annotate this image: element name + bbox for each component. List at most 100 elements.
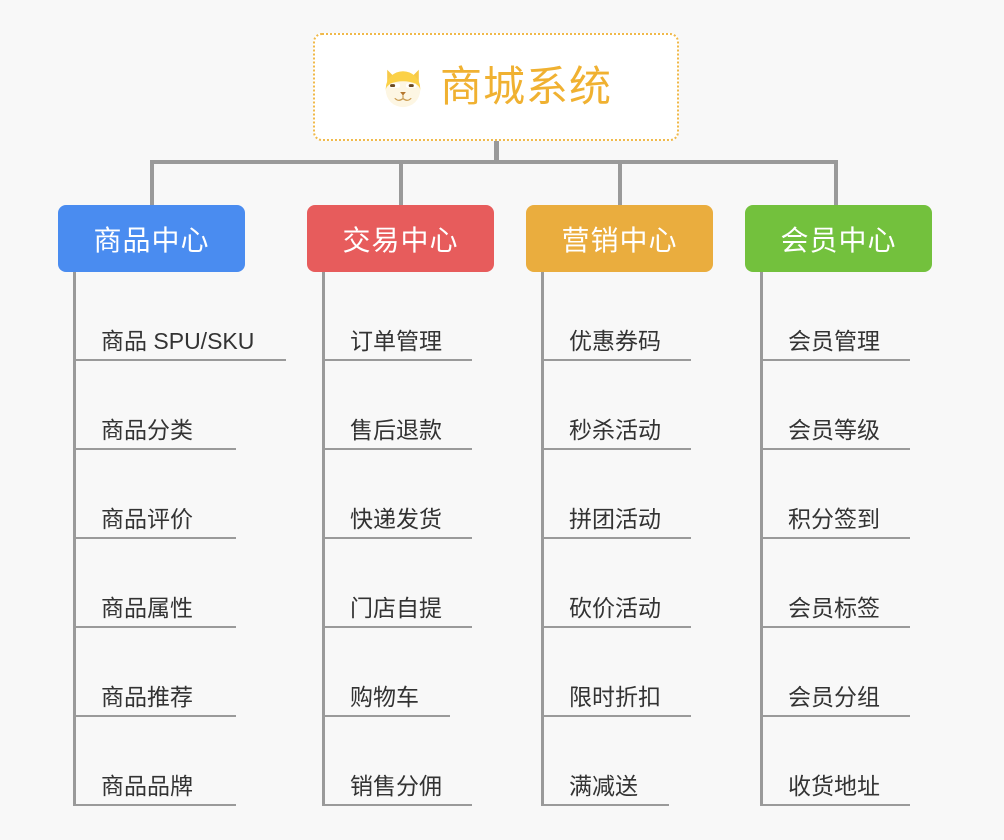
leaf-list-3: 优惠券码 秒杀活动 拼团活动 砍价活动 限时折扣 满减送 bbox=[526, 272, 713, 806]
leaf-underline bbox=[541, 626, 691, 628]
connector-branch-drop-2 bbox=[399, 160, 403, 206]
leaf-list-2: 订单管理 售后退款 快递发货 门店自提 购物车 销售分佣 bbox=[307, 272, 494, 806]
leaf-underline bbox=[541, 804, 669, 806]
leaf-label: 购物车 bbox=[350, 683, 419, 710]
leaf-label: 会员等级 bbox=[788, 416, 880, 443]
connector-trunk-horizontal bbox=[150, 160, 838, 164]
branch-rail-3 bbox=[541, 272, 544, 806]
leaf-label: 商品推荐 bbox=[101, 683, 193, 710]
leaf-label: 商品评价 bbox=[101, 505, 193, 532]
list-item[interactable]: 购物车 bbox=[307, 628, 494, 717]
list-item[interactable]: 商品属性 bbox=[58, 539, 245, 628]
leaf-underline bbox=[322, 804, 472, 806]
leaf-underline bbox=[73, 448, 236, 450]
connector-branch-drop-3 bbox=[618, 160, 622, 206]
leaf-label: 门店自提 bbox=[350, 594, 442, 621]
leaf-underline bbox=[760, 626, 910, 628]
list-item[interactable]: 快递发货 bbox=[307, 450, 494, 539]
branch-header-4[interactable]: 会员中心 bbox=[745, 205, 932, 272]
list-item[interactable]: 商品推荐 bbox=[58, 628, 245, 717]
list-item[interactable]: 秒杀活动 bbox=[526, 361, 713, 450]
leaf-label: 商品分类 bbox=[101, 416, 193, 443]
leaf-label: 会员管理 bbox=[788, 327, 880, 354]
leaf-label: 销售分佣 bbox=[350, 772, 442, 799]
list-item[interactable]: 满减送 bbox=[526, 717, 713, 806]
branch-header-1[interactable]: 商品中心 bbox=[58, 205, 245, 272]
list-item[interactable]: 商品 SPU/SKU bbox=[58, 272, 286, 361]
leaf-underline bbox=[322, 626, 472, 628]
list-item[interactable]: 会员标签 bbox=[745, 539, 932, 628]
leaf-underline bbox=[322, 359, 472, 361]
leaf-underline bbox=[541, 537, 691, 539]
leaf-label: 订单管理 bbox=[350, 327, 442, 354]
leaf-underline bbox=[760, 359, 910, 361]
list-item[interactable]: 销售分佣 bbox=[307, 717, 494, 806]
list-item[interactable]: 订单管理 bbox=[307, 272, 494, 361]
leaf-list-1: 商品 SPU/SKU 商品分类 商品评价 商品属性 商品推荐 商品品牌 bbox=[58, 272, 286, 806]
branch-rail-2 bbox=[322, 272, 325, 806]
leaf-underline bbox=[322, 537, 472, 539]
leaf-label: 收货地址 bbox=[788, 772, 880, 799]
branch-column-3: 营销中心 优惠券码 秒杀活动 拼团活动 砍价活动 限时折扣 bbox=[526, 205, 713, 806]
leaf-underline bbox=[541, 359, 691, 361]
list-item[interactable]: 会员管理 bbox=[745, 272, 932, 361]
list-item[interactable]: 积分签到 bbox=[745, 450, 932, 539]
leaf-underline bbox=[73, 359, 286, 361]
branch-label-2: 交易中心 bbox=[342, 224, 459, 256]
leaf-label: 满减送 bbox=[569, 772, 638, 799]
leaf-label: 快递发货 bbox=[350, 505, 442, 532]
list-item[interactable]: 收货地址 bbox=[745, 717, 932, 806]
branch-header-2[interactable]: 交易中心 bbox=[307, 205, 494, 272]
leaf-underline bbox=[541, 448, 691, 450]
leaf-label: 商品品牌 bbox=[101, 772, 193, 799]
leaf-underline bbox=[322, 448, 472, 450]
list-item[interactable]: 商品分类 bbox=[58, 361, 245, 450]
connector-root-drop bbox=[494, 141, 499, 162]
list-item[interactable]: 门店自提 bbox=[307, 539, 494, 628]
branch-header-3[interactable]: 营销中心 bbox=[526, 205, 713, 272]
leaf-label: 优惠券码 bbox=[569, 327, 661, 354]
leaf-underline bbox=[73, 537, 236, 539]
leaf-underline bbox=[73, 715, 236, 717]
leaf-underline bbox=[541, 715, 691, 717]
leaf-underline bbox=[73, 804, 236, 806]
branch-label-3: 营销中心 bbox=[561, 224, 678, 256]
leaf-label: 会员标签 bbox=[788, 594, 880, 621]
branch-column-4: 会员中心 会员管理 会员等级 积分签到 会员标签 会员分组 bbox=[745, 205, 932, 806]
branch-rail-4 bbox=[760, 272, 763, 806]
list-item[interactable]: 售后退款 bbox=[307, 361, 494, 450]
leaf-underline bbox=[760, 804, 910, 806]
leaf-underline bbox=[322, 715, 450, 717]
leaf-label: 会员分组 bbox=[788, 683, 880, 710]
list-item[interactable]: 会员分组 bbox=[745, 628, 932, 717]
leaf-label: 商品属性 bbox=[101, 594, 193, 621]
list-item[interactable]: 拼团活动 bbox=[526, 450, 713, 539]
list-item[interactable]: 商品品牌 bbox=[58, 717, 245, 806]
list-item[interactable]: 限时折扣 bbox=[526, 628, 713, 717]
root-node[interactable]: 商城系统 bbox=[313, 33, 679, 141]
leaf-label: 积分签到 bbox=[788, 505, 880, 532]
leaf-label: 限时折扣 bbox=[569, 683, 661, 710]
leaf-underline bbox=[73, 626, 236, 628]
branch-label-4: 会员中心 bbox=[780, 224, 897, 256]
branch-column-1: 商品中心 商品 SPU/SKU 商品分类 商品评价 商品属性 商品推荐 bbox=[58, 205, 286, 806]
leaf-list-4: 会员管理 会员等级 积分签到 会员标签 会员分组 收货地址 bbox=[745, 272, 932, 806]
list-item[interactable]: 商品评价 bbox=[58, 450, 245, 539]
connector-branch-drop-4 bbox=[834, 160, 838, 206]
list-item[interactable]: 砍价活动 bbox=[526, 539, 713, 628]
connector-branch-drop-1 bbox=[150, 160, 154, 206]
leaf-label: 售后退款 bbox=[350, 416, 442, 443]
list-item[interactable]: 会员等级 bbox=[745, 361, 932, 450]
list-item[interactable]: 优惠券码 bbox=[526, 272, 713, 361]
leaf-label: 拼团活动 bbox=[569, 505, 661, 532]
leaf-label: 商品 SPU/SKU bbox=[101, 327, 255, 354]
leaf-label: 砍价活动 bbox=[569, 594, 661, 621]
leaf-underline bbox=[760, 448, 910, 450]
leaf-underline bbox=[760, 715, 910, 717]
branch-rail-1 bbox=[73, 272, 76, 806]
shiba-dog-icon bbox=[385, 69, 421, 108]
leaf-label: 秒杀活动 bbox=[569, 416, 661, 443]
leaf-underline bbox=[760, 537, 910, 539]
root-title: 商城系统 bbox=[439, 63, 612, 110]
